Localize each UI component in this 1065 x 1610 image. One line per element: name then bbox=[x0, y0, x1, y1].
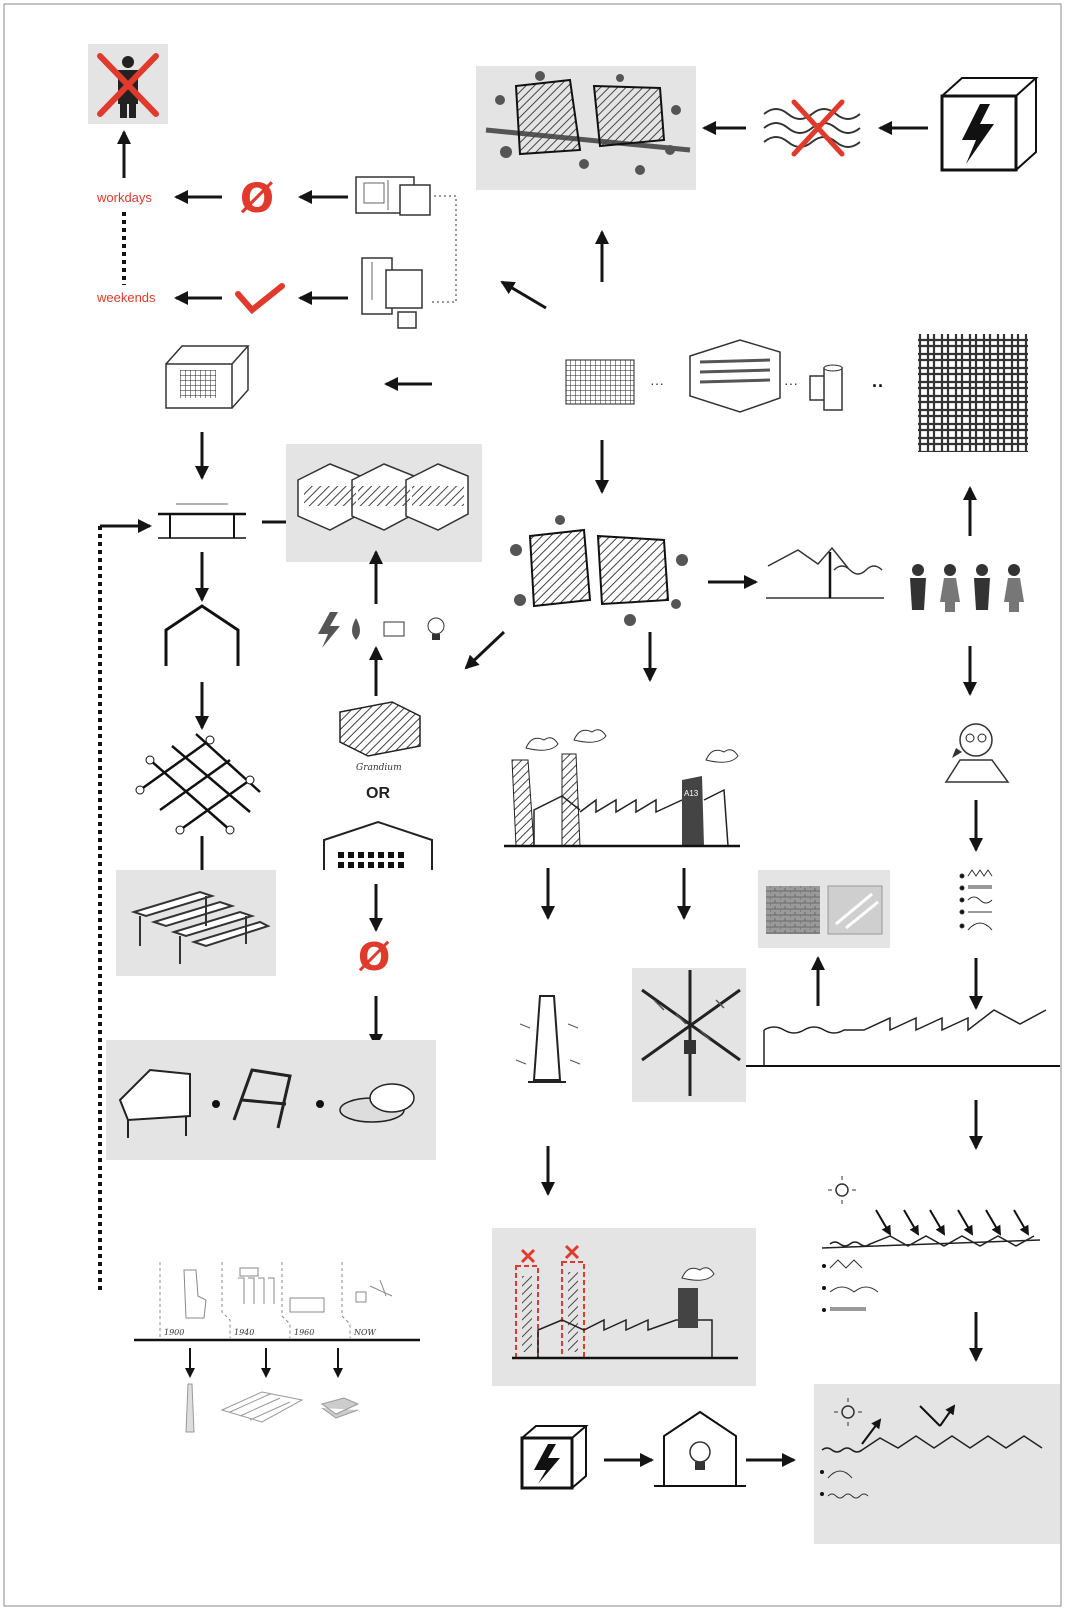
shed-elevation bbox=[324, 822, 432, 870]
check-mark-icon bbox=[238, 286, 282, 310]
timeline-tick-3: NOW bbox=[353, 1328, 377, 1337]
or-label: OR bbox=[366, 785, 390, 802]
empty-set-icon-2: Ø bbox=[358, 935, 390, 979]
product-folded-fabric bbox=[322, 1398, 358, 1418]
lightning-cube-top bbox=[942, 78, 1036, 170]
building-plan-2 bbox=[362, 258, 422, 328]
brick-swatch bbox=[766, 886, 820, 934]
site-plan-panel-top bbox=[476, 66, 696, 190]
architect-portrait bbox=[946, 724, 1008, 782]
arrow-site-to-icons bbox=[466, 632, 504, 668]
truss-panel bbox=[632, 968, 746, 1102]
chimney-code: A13 bbox=[684, 789, 699, 798]
label-workdays: workdays bbox=[96, 190, 152, 205]
frame-structure-panel bbox=[116, 870, 276, 976]
dotted-bracket bbox=[432, 196, 456, 302]
people-row bbox=[910, 564, 1024, 612]
era-machines bbox=[184, 1268, 392, 1318]
bulb-icon bbox=[428, 618, 444, 640]
handwritten-caption: Grandium bbox=[356, 763, 402, 773]
label-weekends: weekends bbox=[96, 290, 156, 305]
textile-machine bbox=[690, 340, 780, 412]
site-plan-center bbox=[510, 515, 688, 626]
ellipsis-1: ··· bbox=[650, 375, 664, 391]
final-daylight-panel bbox=[814, 1384, 1060, 1544]
materials-panel bbox=[758, 870, 890, 948]
woven-mat bbox=[918, 334, 1028, 452]
objects-panel bbox=[106, 1040, 436, 1160]
timeline-tick-1: 1940 bbox=[234, 1328, 254, 1337]
factory-sketch: A13 bbox=[504, 730, 740, 846]
utility-icons bbox=[318, 612, 444, 648]
sun-icon bbox=[828, 1176, 856, 1204]
timeline-tick-2: 1960 bbox=[294, 1328, 314, 1337]
water-level-section bbox=[766, 548, 884, 598]
ellipsis-2: ··· bbox=[784, 375, 798, 391]
factory-crossed-panel bbox=[492, 1228, 756, 1386]
dots-3: ·· bbox=[872, 376, 884, 396]
roof-types-list-1 bbox=[960, 870, 992, 930]
house-bulb bbox=[654, 1412, 746, 1486]
lightning-cube-bottom bbox=[522, 1426, 586, 1488]
canopy-section bbox=[158, 504, 246, 538]
thread-spools bbox=[810, 365, 842, 410]
building-sketch bbox=[340, 702, 420, 756]
history-timeline: 1900 1940 1960 NOW bbox=[134, 1262, 420, 1340]
product-cloth bbox=[222, 1392, 302, 1422]
timeline-output-arrows bbox=[190, 1348, 338, 1376]
building-plan-1 bbox=[356, 177, 430, 215]
timeline-tick-0: 1900 bbox=[164, 1328, 184, 1337]
empty-set-icon: Ø bbox=[240, 176, 274, 222]
sawtooth-section bbox=[746, 1010, 1060, 1066]
structural-grid bbox=[136, 734, 260, 834]
modules-panel bbox=[286, 444, 482, 562]
daylight-section bbox=[822, 1176, 1040, 1312]
machine-icon bbox=[384, 622, 404, 636]
gable-section bbox=[166, 606, 238, 666]
fabric-swatch bbox=[566, 360, 634, 404]
chimney-sketch bbox=[516, 996, 580, 1082]
arrow-diagonal-upleft bbox=[502, 282, 546, 308]
water-waves-crossed bbox=[764, 102, 860, 154]
loom-machine-left bbox=[166, 346, 248, 408]
timeline-products bbox=[186, 1384, 358, 1432]
water-drop-icon bbox=[352, 618, 360, 640]
lightning-icon bbox=[318, 612, 340, 648]
person-crossed-panel bbox=[88, 44, 168, 124]
product-spindle bbox=[186, 1384, 194, 1432]
